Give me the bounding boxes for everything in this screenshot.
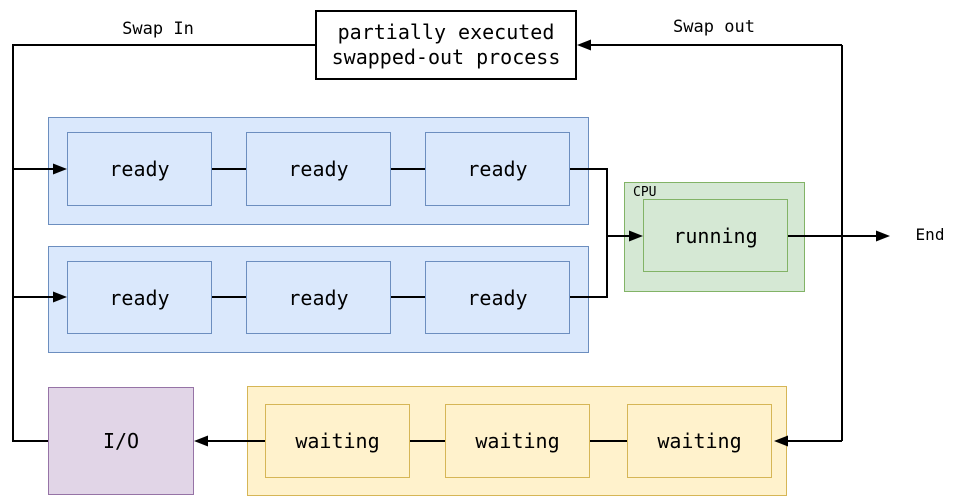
ready-node: ready bbox=[425, 261, 570, 334]
ready-node: ready bbox=[246, 261, 391, 334]
swap-in-left-rail-line bbox=[12, 44, 315, 442]
waiting-node: waiting bbox=[627, 404, 772, 478]
ready-node: ready bbox=[67, 261, 212, 334]
arrowhead-end bbox=[876, 230, 890, 242]
swap-out-label: Swap out bbox=[673, 17, 755, 37]
swapped-out-process-text-line1: partially executed bbox=[337, 20, 555, 44]
arrowhead-into-swapped-out-box bbox=[577, 39, 591, 51]
arrowhead-into-io bbox=[194, 435, 208, 447]
swap-in-label: Swap In bbox=[122, 19, 194, 39]
ready-node: ready bbox=[425, 132, 570, 206]
waiting-node: waiting bbox=[265, 404, 410, 478]
swapped-out-process-box: partially executed swapped-out process bbox=[315, 10, 577, 80]
running-node: running bbox=[643, 199, 788, 272]
ready-node: ready bbox=[246, 132, 391, 206]
io-node: I/O bbox=[48, 387, 194, 495]
ready-node: ready bbox=[67, 132, 212, 206]
end-label: End bbox=[915, 225, 945, 244]
cpu-label: CPU bbox=[633, 185, 657, 200]
swapped-out-process-text-line2: swapped-out process bbox=[331, 45, 561, 69]
waiting-node: waiting bbox=[445, 404, 590, 478]
